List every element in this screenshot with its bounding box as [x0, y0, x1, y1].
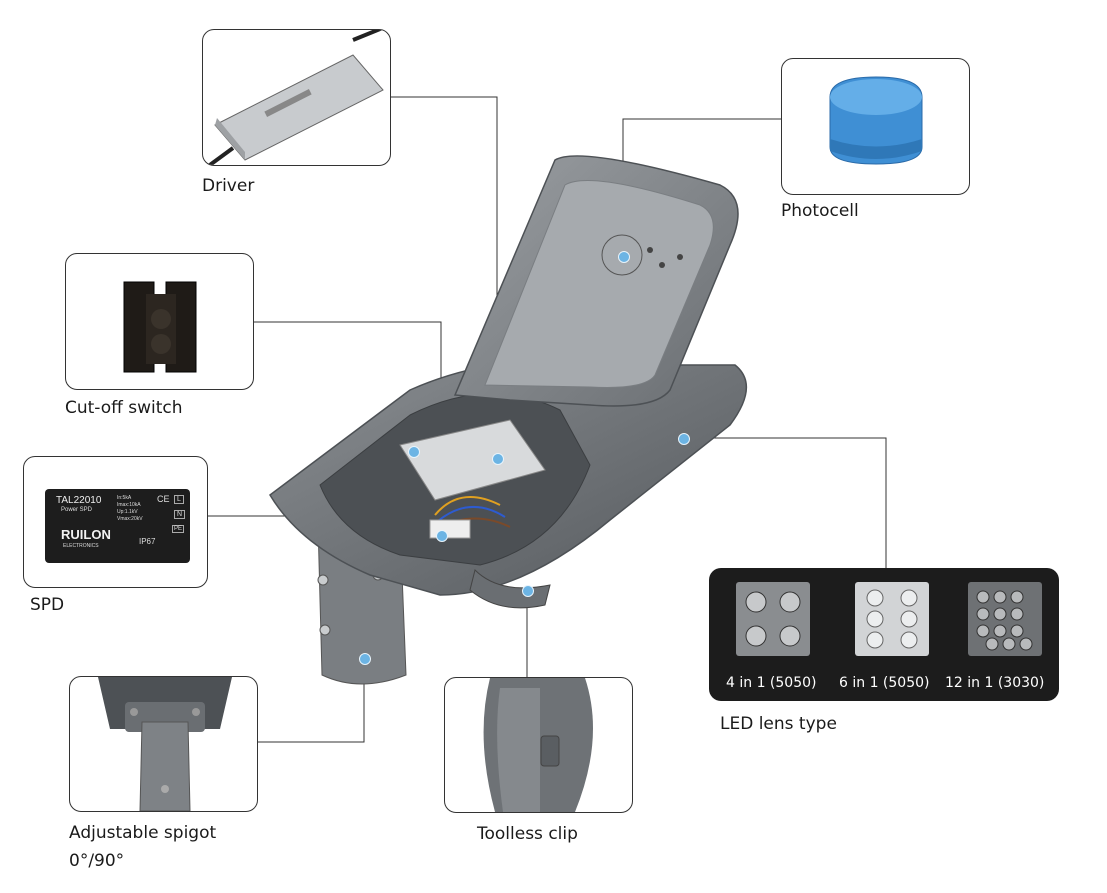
driver-unit-icon [206, 30, 384, 165]
spd-terminal-l: L [174, 495, 184, 504]
cutoff-callout-dot [436, 530, 448, 542]
spd-subtitle: Power SPD [61, 507, 93, 513]
spigot-connector [256, 658, 365, 743]
driver-label: Driver [202, 176, 255, 196]
cutoff-switch-label: Cut-off switch [65, 398, 183, 418]
spd-terminal-n: N [174, 510, 186, 519]
driver-callout-dot [492, 453, 504, 465]
spd-terminal-pe: PE [172, 525, 185, 533]
spigot-icon [98, 677, 232, 811]
spigot-angle-label: 0°/90° [69, 851, 125, 871]
lens-6in1-image [855, 582, 929, 656]
spd-device: TAL22010 Power SPD In:5kA Imax:10kA Up:1… [45, 489, 190, 563]
driver-image-box [202, 29, 391, 166]
toolless-clip-part [469, 569, 551, 609]
photocell-icon [829, 76, 923, 165]
spd-brand: RUILON [61, 527, 111, 542]
toolless-clip-label: Toolless clip [477, 824, 578, 844]
ce-mark-icon: CE [157, 494, 170, 504]
cutoff-switch-icon [123, 281, 197, 373]
spd-model: TAL22010 [56, 495, 102, 506]
spd-label: SPD [30, 595, 65, 615]
led-lens-panel: 4 in 1 (5050) 6 in 1 (5050) 12 in 1 (303… [709, 568, 1059, 701]
photocell-label: Photocell [781, 201, 859, 221]
lens-6in1-label: 6 in 1 (5050) [839, 675, 930, 691]
cutoff-switch-image-box [65, 253, 254, 390]
lens-12in1-label: 12 in 1 (3030) [945, 675, 1045, 691]
spigot-callout-dot [359, 653, 371, 665]
spd-specs: In:5kA Imax:10kA Up:1.1kV Vmax:20kV [117, 495, 143, 522]
lens-12in1-image [968, 582, 1042, 656]
spd-brand-sub: ELECTRONICS [63, 543, 99, 549]
photocell-image-box [781, 58, 970, 195]
lens-4in1-label: 4 in 1 (5050) [726, 675, 817, 691]
spd-rating: IP67 [139, 537, 156, 546]
spigot-image-box [69, 676, 258, 812]
clip-callout-dot [522, 585, 534, 597]
toolless-clip-icon [483, 678, 593, 812]
lens-4in1-image [736, 582, 810, 656]
spd-image-box: TAL22010 Power SPD In:5kA Imax:10kA Up:1… [23, 456, 208, 588]
street-light-illustration [269, 155, 748, 685]
clip-image-box [444, 677, 633, 813]
lens-callout-dot [678, 433, 690, 445]
photocell-callout-dot [618, 251, 630, 263]
lens-connector [683, 437, 887, 568]
led-lens-type-label: LED lens type [720, 714, 837, 734]
spigot-label: Adjustable spigot [69, 823, 217, 843]
driver-body-callout-dot [408, 446, 420, 458]
